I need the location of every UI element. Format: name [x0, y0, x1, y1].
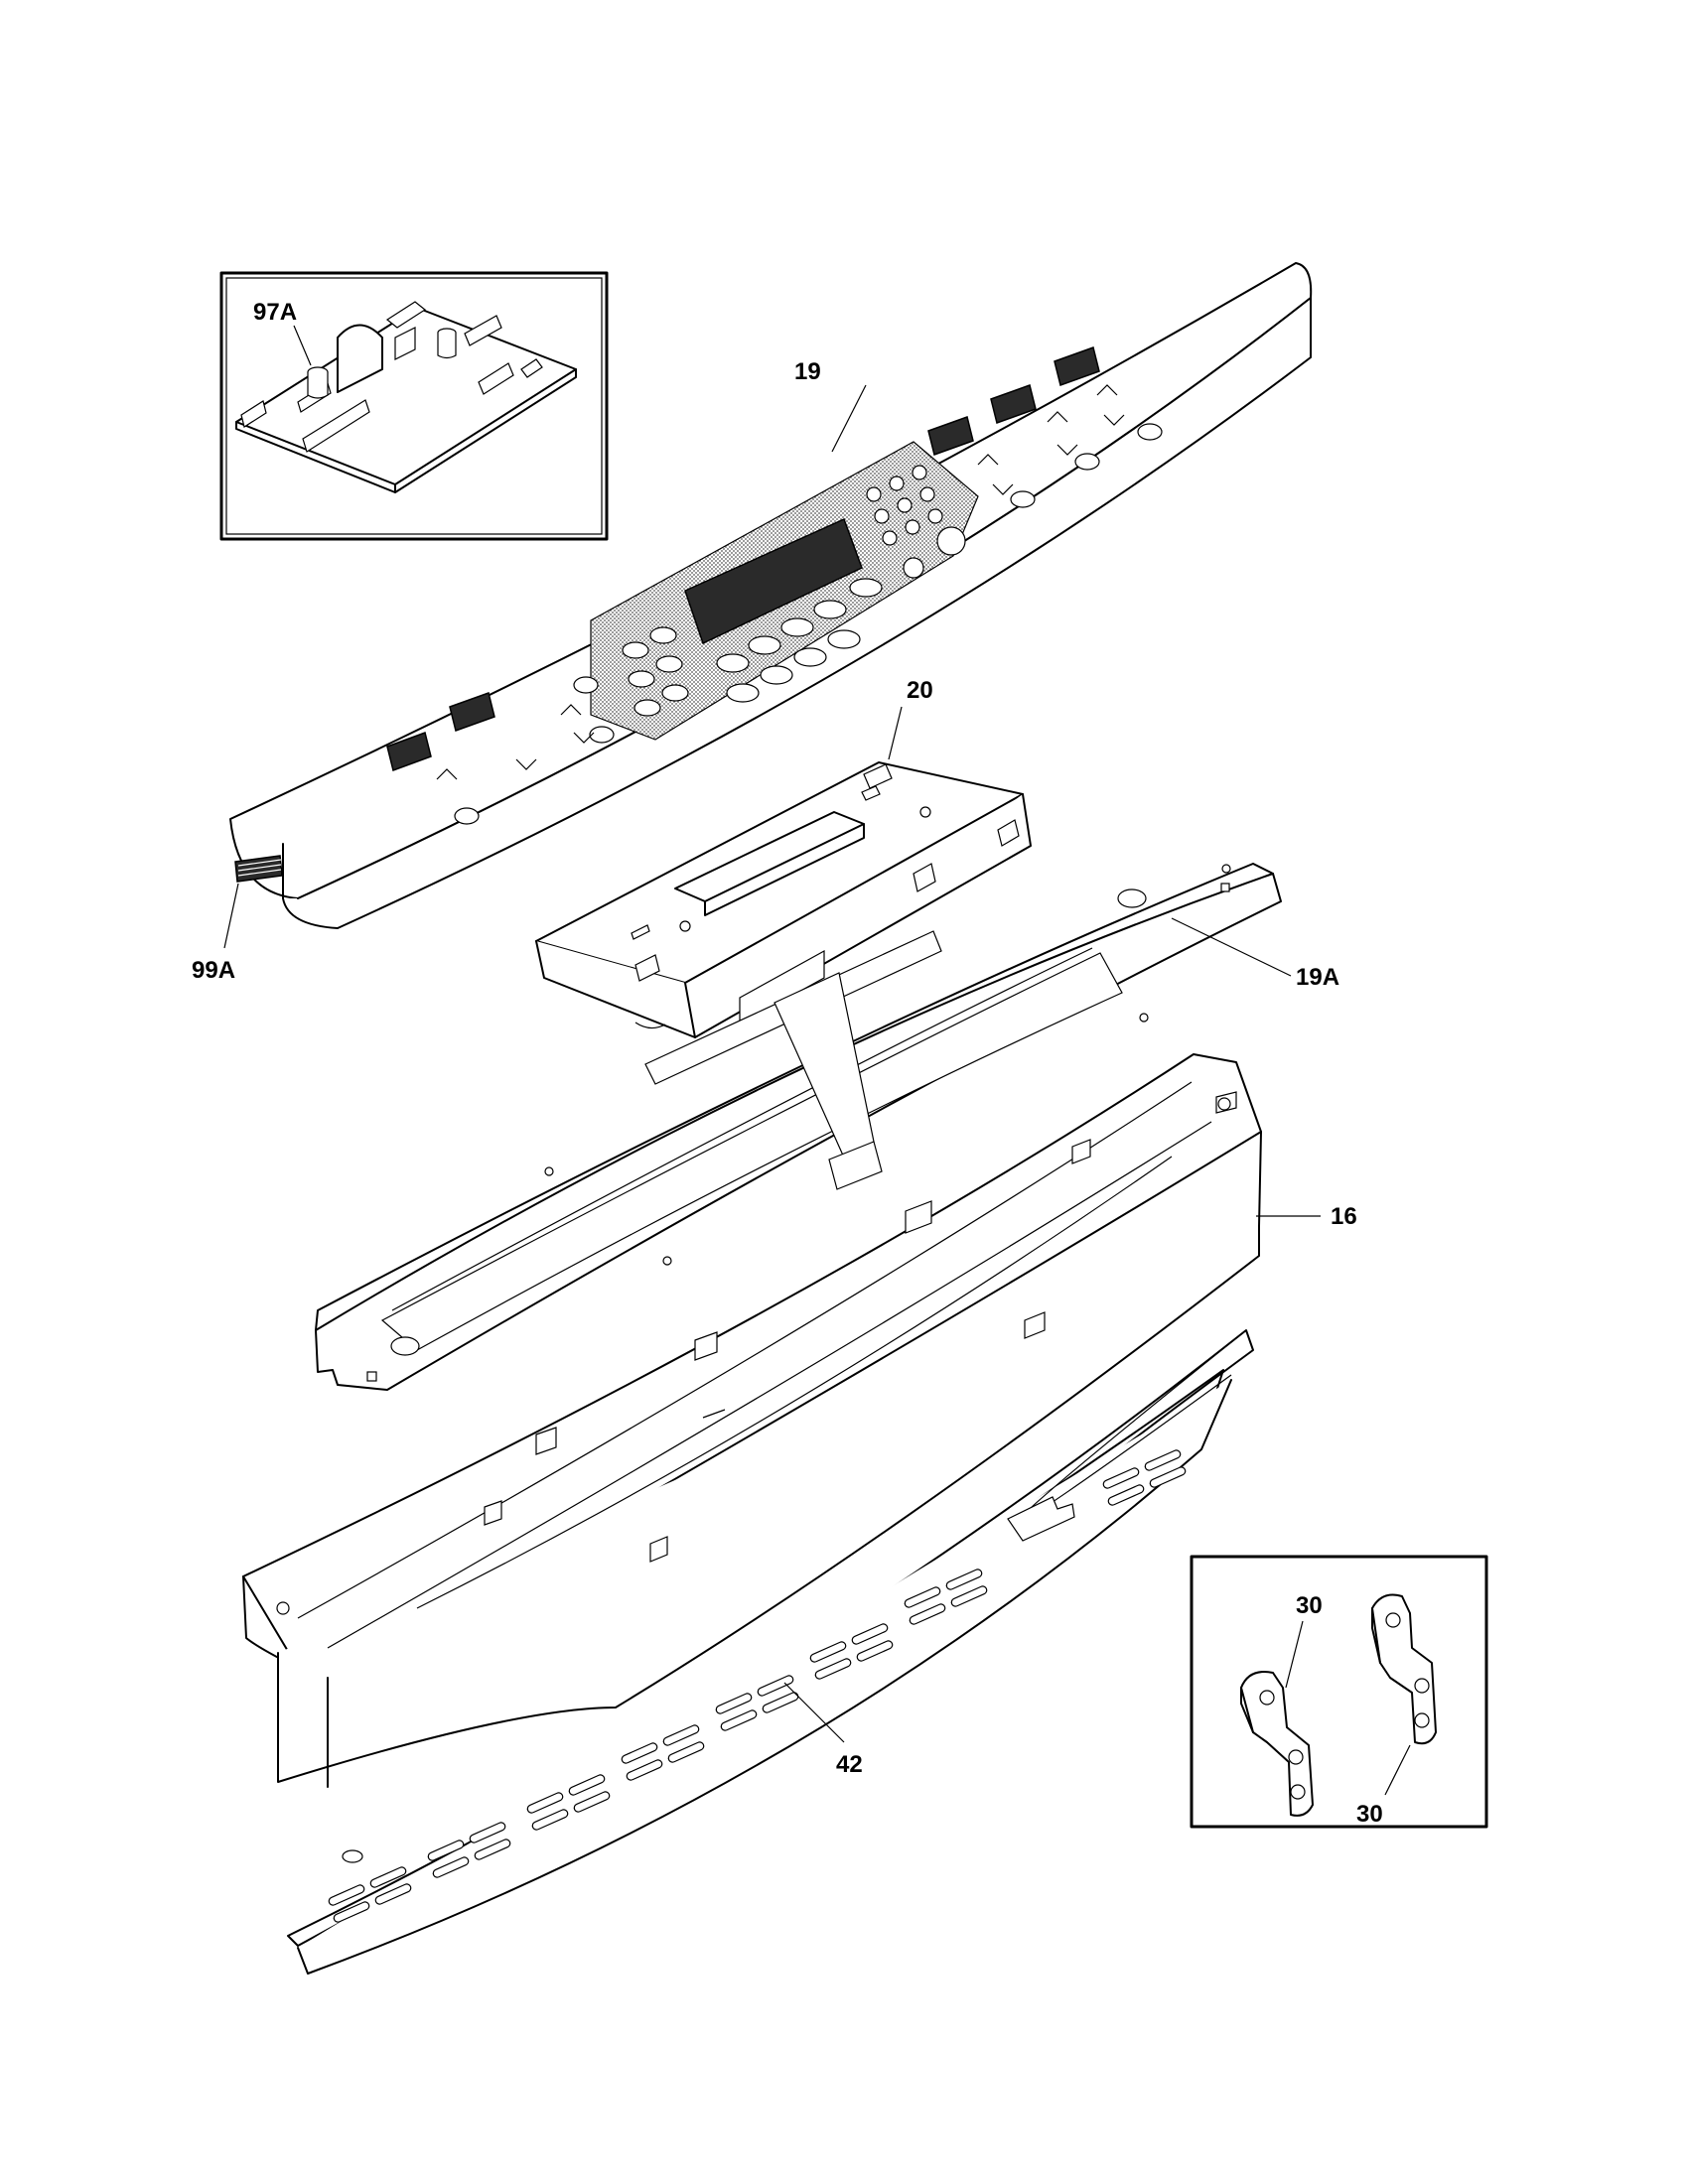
bracket-left [1240, 1671, 1314, 1817]
display-right-1 [927, 416, 974, 456]
leader-99a [223, 883, 239, 949]
display-right-3 [1054, 346, 1100, 386]
callout-42: 42 [836, 1751, 863, 1778]
main-display [684, 517, 863, 645]
leader-19 [831, 384, 867, 453]
leader-20 [888, 706, 903, 760]
callout-16: 16 [1331, 1203, 1357, 1230]
control-board [535, 761, 1032, 1038]
leader-30-top [1285, 1620, 1304, 1689]
bracket-right [1371, 1593, 1437, 1745]
leader-97a [293, 325, 312, 366]
callout-19a: 19A [1296, 964, 1339, 991]
leader-19a [1171, 917, 1292, 977]
console-housing [242, 1053, 1262, 1788]
bracket-inset: 30 30 [1190, 1555, 1488, 1829]
callout-30-top: 30 [1296, 1592, 1323, 1619]
display-left-2 [449, 692, 495, 732]
callout-30-bottom: 30 [1356, 1801, 1383, 1828]
callout-20: 20 [907, 677, 933, 704]
control-panel [229, 262, 1313, 929]
panel-bracket [315, 863, 1282, 1391]
leader-30-bottom [1384, 1744, 1411, 1796]
vent-trim [287, 1329, 1254, 1975]
ribbon-cable [234, 855, 283, 883]
leader-42 [783, 1682, 845, 1743]
display-left-1 [386, 732, 432, 771]
callout-19: 19 [794, 358, 821, 385]
display-right-2 [990, 384, 1037, 424]
callout-97a: 97A [253, 299, 297, 326]
relay-board [235, 301, 577, 493]
relay-board-inset: 97A [219, 271, 609, 541]
callout-99a: 99A [192, 957, 235, 984]
